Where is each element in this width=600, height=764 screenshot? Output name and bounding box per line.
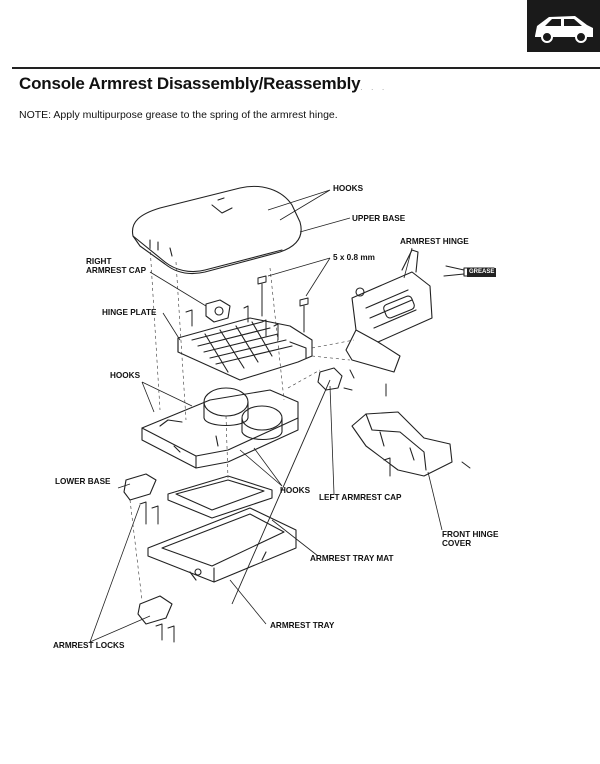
- label-hinge-plate: HINGE PLATE: [102, 308, 157, 317]
- right-armrest-cap-part: [205, 299, 231, 323]
- label-hooks-mid: HOOKS: [280, 486, 311, 495]
- upper-base-part: [131, 185, 302, 275]
- header-rule: [12, 67, 600, 69]
- screws: [139, 275, 471, 643]
- armrest-lock-upper: [123, 473, 157, 501]
- left-armrest-cap-part: [317, 367, 343, 391]
- front-hinge-cover-part: [351, 411, 453, 477]
- label-armrest-tray-mat: ARMREST TRAY MAT: [310, 554, 394, 563]
- scan-noise: · · ·: [360, 85, 388, 94]
- label-right-cap-line2: ARMREST CAP: [86, 266, 147, 275]
- label-armrest-tray: ARMREST TRAY: [270, 621, 335, 630]
- label-right-cap-line1: RIGHT: [86, 257, 112, 266]
- label-screw-size: 5 x 0.8 mm: [333, 253, 375, 262]
- label-grease: GREASE: [467, 268, 497, 277]
- lower-base-part: [141, 387, 299, 469]
- hinge-plate-part: [177, 317, 313, 381]
- armrest-hinge-part: [345, 249, 433, 373]
- page-title: Console Armrest Disassembly/Reassembly: [19, 74, 361, 93]
- armrest-lock-lower: [137, 595, 173, 625]
- label-hooks-left: HOOKS: [110, 371, 141, 380]
- vehicle-badge: [527, 0, 600, 52]
- label-upper-base: UPPER BASE: [352, 214, 406, 223]
- car-icon: [535, 16, 593, 43]
- label-armrest-locks: ARMREST LOCKS: [53, 641, 125, 650]
- label-hooks-top: HOOKS: [333, 184, 364, 193]
- label-front-hinge-line2: COVER: [442, 539, 472, 548]
- label-armrest-hinge: ARMREST HINGE: [400, 237, 469, 246]
- label-left-armrest-cap: LEFT ARMREST CAP: [319, 493, 402, 502]
- label-lower-base: LOWER BASE: [55, 477, 111, 486]
- armrest-tray-part: [147, 507, 297, 583]
- note-text: NOTE: Apply multipurpose grease to the s…: [19, 109, 338, 121]
- tray-mat-part: [167, 475, 273, 519]
- label-front-hinge-line1: FRONT HINGE: [442, 530, 499, 539]
